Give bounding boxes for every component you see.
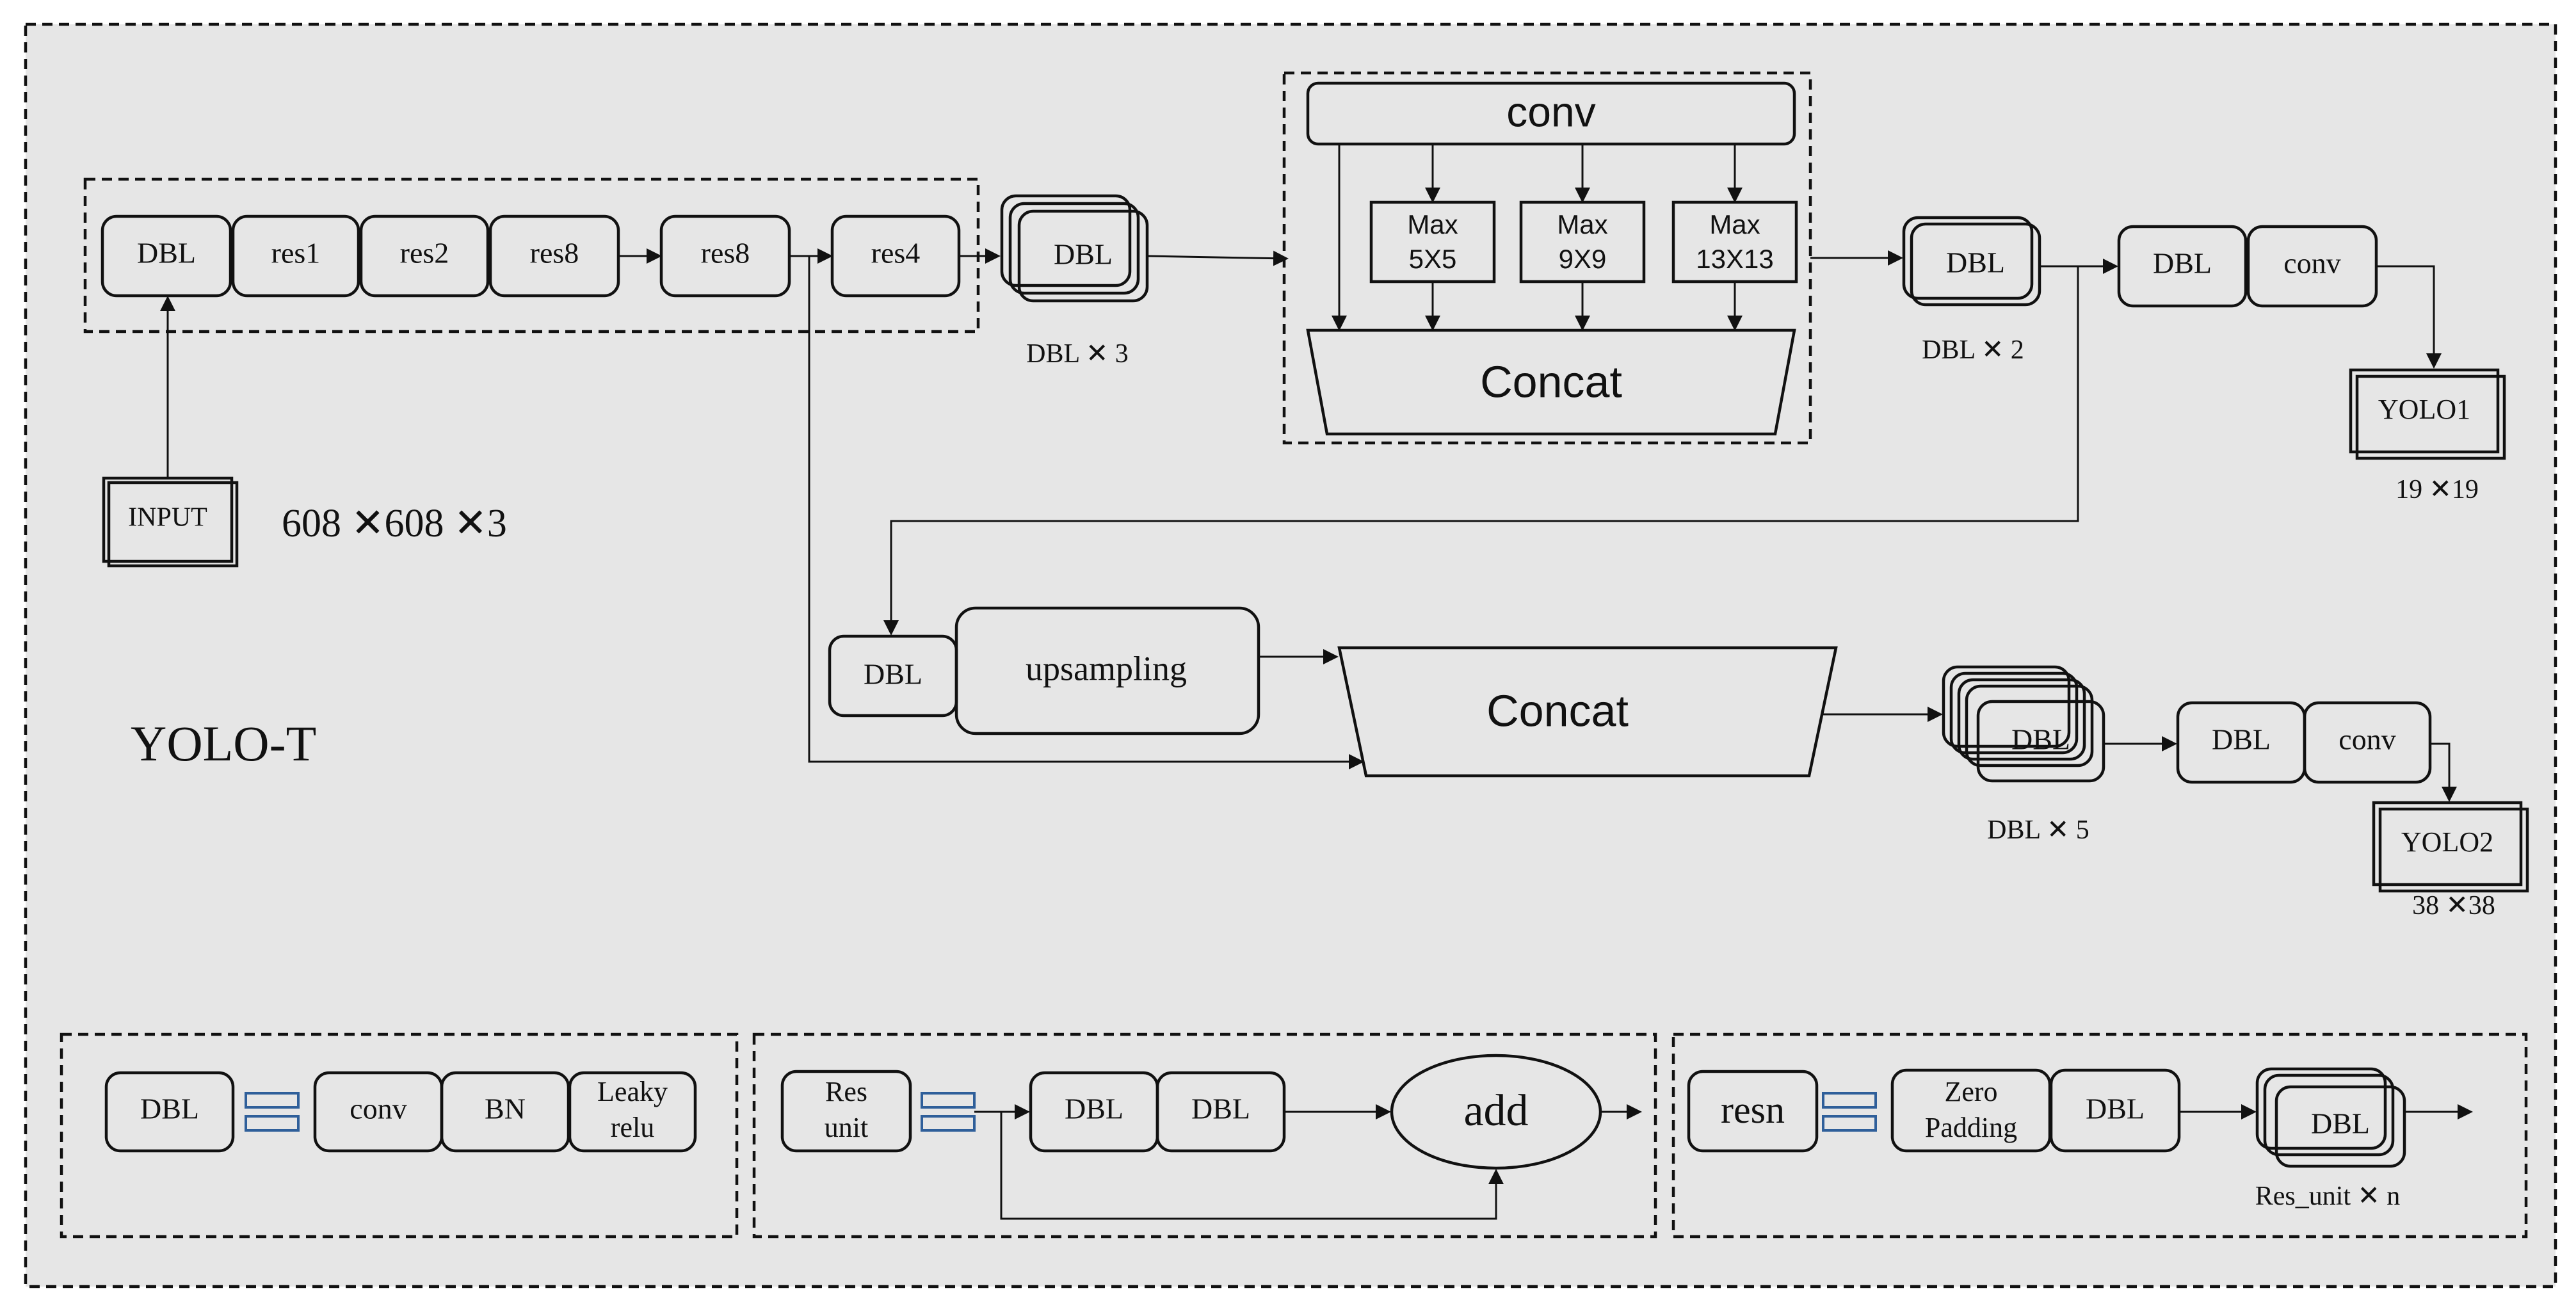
svg-text:conv: conv bbox=[2339, 723, 2395, 756]
arrow-conv-to-yolo2 bbox=[2430, 742, 2457, 802]
svg-text:DBL: DBL bbox=[864, 658, 922, 691]
svg-text:res8: res8 bbox=[701, 237, 750, 269]
legend-resn-dbl-block: DBL bbox=[2049, 1068, 2181, 1153]
legend-leaky-relu-block: Leaky relu bbox=[568, 1071, 697, 1153]
legend-zero-padding-block: Zero Padding bbox=[1890, 1068, 2052, 1153]
svg-text:add: add bbox=[1463, 1086, 1528, 1135]
res-unit-stack: DBL bbox=[2255, 1067, 2406, 1168]
head2-dbl-block: DBL bbox=[2176, 701, 2306, 784]
svg-text:DBL: DBL bbox=[2311, 1107, 2370, 1140]
yolo2-size-label: 38 ✕38 bbox=[2412, 891, 2495, 920]
spp-concat-block: Concat bbox=[1306, 328, 1796, 436]
equals-icon bbox=[245, 1092, 300, 1132]
legend-dbl-block: DBL bbox=[104, 1071, 235, 1153]
legend-res-unit-dbl-1: DBL bbox=[1029, 1071, 1159, 1153]
svg-text:DBL: DBL bbox=[1054, 238, 1113, 271]
svg-text:5X5: 5X5 bbox=[1409, 244, 1457, 274]
spp-group-frame bbox=[1282, 71, 1812, 445]
legend-resn-frame bbox=[1671, 1032, 2528, 1239]
svg-text:DBL: DBL bbox=[137, 237, 196, 269]
model-title: YOLO-T bbox=[131, 716, 316, 771]
svg-text:DBL: DBL bbox=[2153, 247, 2212, 280]
arrow-conv-to-yolo1 bbox=[2376, 265, 2442, 369]
svg-text:Max: Max bbox=[1709, 209, 1760, 239]
neck-concat-block: Concat bbox=[1337, 646, 1838, 778]
connector-head1-to-upsample bbox=[883, 266, 2079, 636]
connector-res8-skip-to-concat bbox=[808, 256, 1364, 769]
dbl-x3-stack: DBL bbox=[1000, 194, 1149, 303]
svg-text:relu: relu bbox=[611, 1112, 654, 1143]
svg-text:INPUT: INPUT bbox=[128, 503, 207, 533]
spp-conv-block: conv bbox=[1306, 81, 1796, 146]
svg-text:DBL: DBL bbox=[140, 1093, 199, 1125]
svg-text:res2: res2 bbox=[400, 237, 449, 269]
svg-text:res1: res1 bbox=[271, 237, 321, 269]
svg-text:resn: resn bbox=[1721, 1089, 1785, 1131]
upsampling-block: upsampling bbox=[954, 606, 1260, 735]
svg-text:DBL: DBL bbox=[1065, 1093, 1123, 1125]
equals-icon bbox=[1822, 1092, 1877, 1132]
svg-text:Concat: Concat bbox=[1486, 686, 1629, 735]
legend-res-unit-frame bbox=[752, 1032, 1657, 1239]
svg-text:9X9: 9X9 bbox=[1559, 244, 1607, 274]
input-block: INPUT bbox=[102, 476, 239, 568]
yolo2-output-block: YOLO2 bbox=[2372, 801, 2529, 893]
svg-text:DBL: DBL bbox=[2212, 723, 2271, 756]
svg-text:Res: Res bbox=[825, 1076, 867, 1107]
svg-text:DBL: DBL bbox=[2011, 723, 2070, 756]
dbl-x3-caption: DBL ✕ 3 bbox=[1026, 339, 1129, 369]
svg-text:DBL: DBL bbox=[1191, 1093, 1250, 1125]
svg-text:conv: conv bbox=[1506, 88, 1595, 135]
yolo1-output-block: YOLO1 bbox=[2349, 368, 2506, 460]
svg-text:Leaky: Leaky bbox=[597, 1076, 668, 1107]
svg-text:conv: conv bbox=[2283, 247, 2340, 280]
head2-conv-block: conv bbox=[2303, 701, 2432, 784]
svg-text:YOLO1: YOLO1 bbox=[2378, 394, 2470, 425]
head1-dbl-block: DBL bbox=[2117, 225, 2248, 308]
svg-text:Padding: Padding bbox=[1925, 1112, 2017, 1143]
backbone-res2-block: res2 bbox=[359, 214, 490, 298]
neck-dbl-block: DBL bbox=[828, 634, 958, 718]
svg-text:upsampling: upsampling bbox=[1026, 649, 1187, 687]
dbl-x5-caption: DBL ✕ 5 bbox=[1987, 815, 2089, 845]
svg-text:res4: res4 bbox=[871, 237, 921, 269]
legend-resn-block: resn bbox=[1687, 1070, 1819, 1153]
dbl-x2-stack: DBL bbox=[1902, 216, 2041, 307]
legend-dbl-frame bbox=[60, 1032, 739, 1239]
legend-res-unit-block: Res unit bbox=[780, 1070, 912, 1153]
arrow-dbl-stack-to-spp bbox=[1147, 250, 1289, 266]
svg-text:Concat: Concat bbox=[1480, 357, 1622, 406]
yolo1-size-label: 19 ✕19 bbox=[2395, 475, 2479, 504]
svg-text:BN: BN bbox=[485, 1093, 526, 1125]
svg-text:res8: res8 bbox=[530, 237, 579, 269]
svg-text:DBL: DBL bbox=[2086, 1093, 2145, 1125]
svg-text:YOLO2: YOLO2 bbox=[2401, 826, 2493, 858]
input-size-label: 608 ✕608 ✕3 bbox=[282, 502, 507, 545]
equals-icon bbox=[921, 1092, 976, 1132]
svg-text:13X13: 13X13 bbox=[1696, 244, 1773, 274]
dbl-x2-caption: DBL ✕ 2 bbox=[1922, 335, 2024, 365]
backbone-res1-block: res1 bbox=[231, 214, 360, 298]
legend-conv-block: conv bbox=[313, 1071, 444, 1153]
svg-text:Max: Max bbox=[1407, 209, 1458, 239]
dbl-x5-stack: DBL bbox=[1942, 665, 2105, 783]
connector-res-skip-to-add bbox=[1000, 1112, 1504, 1220]
res-unit-caption: Res_unit ✕ n bbox=[2255, 1182, 2401, 1211]
svg-text:unit: unit bbox=[825, 1112, 868, 1143]
svg-text:Zero: Zero bbox=[1944, 1076, 1997, 1107]
svg-text:DBL: DBL bbox=[1946, 246, 2005, 279]
svg-text:Max: Max bbox=[1557, 209, 1607, 239]
svg-text:conv: conv bbox=[350, 1093, 407, 1125]
